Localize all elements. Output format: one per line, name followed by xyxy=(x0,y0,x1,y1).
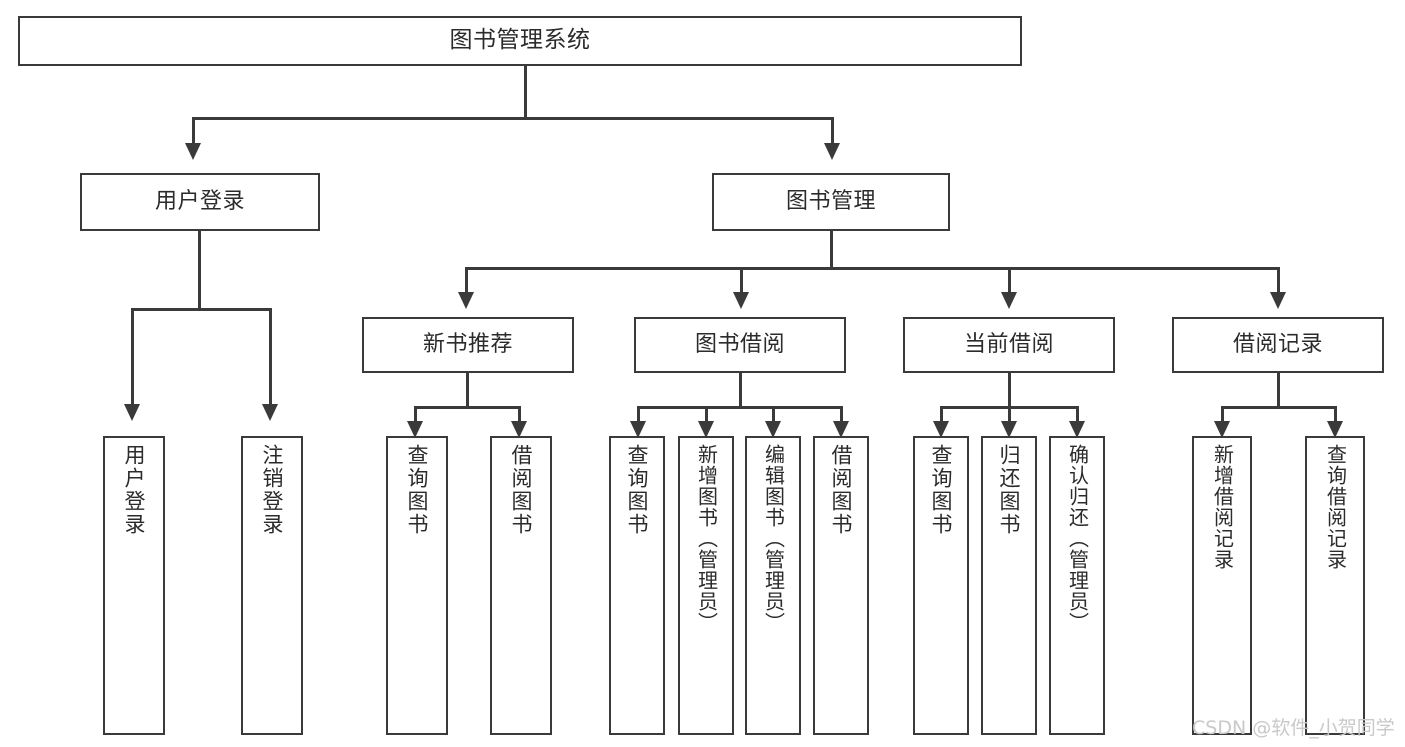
connector-book-mgmt-child-1 xyxy=(465,267,468,294)
arrow-book-borrow-child-4 xyxy=(833,421,849,438)
leaf-borrow-book[interactable]: 借阅图书 xyxy=(813,436,869,735)
node-new-book-recommend[interactable]: 新书推荐 xyxy=(362,317,574,373)
arrow-book-mgmt-child-1 xyxy=(458,292,474,309)
leaf-query-book-current[interactable]: 查询图书 xyxy=(913,436,969,735)
arrow-current-borrow-child-1 xyxy=(933,421,949,438)
leaf-borrow-book-recommend[interactable]: 借阅图书 xyxy=(490,436,552,735)
node-label: 图书管理系统 xyxy=(449,27,591,54)
connector-current-borrow-child-2 xyxy=(1008,406,1011,424)
connector-book-borrow-child-3 xyxy=(772,406,775,424)
connector-root-bar xyxy=(193,117,834,120)
node-book-management[interactable]: 图书管理 xyxy=(712,173,950,231)
connector-book-mgmt-bar xyxy=(466,267,1280,270)
node-label: 图书借阅 xyxy=(694,332,785,358)
connector-borrow-record-stem xyxy=(1277,373,1280,408)
leaf-add-book-admin[interactable]: 新增图书（管理员） xyxy=(678,436,734,735)
node-label: 新增图书（管理员） xyxy=(694,444,719,633)
connector-new-book-stem xyxy=(466,373,469,408)
node-label: 新书推荐 xyxy=(422,332,513,358)
connector-user-login-child-2 xyxy=(269,308,272,406)
node-book-borrow[interactable]: 图书借阅 xyxy=(634,317,846,373)
node-label: 新增借阅记录 xyxy=(1210,444,1235,570)
connector-book-mgmt-stem xyxy=(830,231,833,269)
node-label: 当前借阅 xyxy=(963,332,1054,358)
arrow-book-borrow-child-3 xyxy=(765,421,781,438)
leaf-user-login[interactable]: 用户登录 xyxy=(103,436,165,735)
node-label: 确认归还（管理员） xyxy=(1065,444,1090,633)
csdn-watermark: CSDN @软件_小贺同学 xyxy=(1192,717,1395,739)
connector-new-book-child-2 xyxy=(518,406,521,424)
connector-book-borrow-stem xyxy=(739,373,742,408)
node-label: 查询图书 xyxy=(405,444,430,536)
leaf-add-borrow-record[interactable]: 新增借阅记录 xyxy=(1192,436,1252,735)
arrow-root-to-user-login xyxy=(185,143,201,160)
arrow-new-book-child-1 xyxy=(407,421,423,438)
leaf-query-book-recommend[interactable]: 查询图书 xyxy=(386,436,448,735)
node-label: 用户登录 xyxy=(122,444,147,536)
node-borrow-record[interactable]: 借阅记录 xyxy=(1172,317,1384,373)
node-label: 编辑图书（管理员） xyxy=(761,444,786,633)
node-label: 用户登录 xyxy=(154,189,245,215)
leaf-confirm-return-admin[interactable]: 确认归还（管理员） xyxy=(1049,436,1105,735)
arrow-root-to-book-mgmt xyxy=(824,143,840,160)
leaf-edit-book-admin[interactable]: 编辑图书（管理员） xyxy=(745,436,801,735)
arrow-borrow-record-child-2 xyxy=(1327,421,1343,438)
connector-current-borrow-child-3 xyxy=(1076,406,1079,424)
node-label: 注销登录 xyxy=(260,444,285,536)
connector-current-borrow-stem xyxy=(1008,373,1011,408)
arrow-current-borrow-child-2 xyxy=(1001,421,1017,438)
connector-root-stem xyxy=(524,66,527,118)
arrow-book-borrow-child-1 xyxy=(630,421,646,438)
node-label: 查询图书 xyxy=(625,444,650,536)
connector-user-login-stem xyxy=(198,231,201,310)
node-current-borrow[interactable]: 当前借阅 xyxy=(903,317,1115,373)
connector-borrow-record-bar xyxy=(1222,406,1336,409)
leaf-return-book[interactable]: 归还图书 xyxy=(981,436,1037,735)
leaf-query-book-borrow[interactable]: 查询图书 xyxy=(609,436,665,735)
connector-user-login-child-1 xyxy=(131,308,134,406)
connector-book-borrow-child-4 xyxy=(840,406,843,424)
leaf-query-borrow-record[interactable]: 查询借阅记录 xyxy=(1305,436,1365,735)
arrow-new-book-child-2 xyxy=(511,421,527,438)
node-label: 查询借阅记录 xyxy=(1323,444,1348,570)
connector-root-to-user-login xyxy=(192,117,195,145)
arrow-book-mgmt-child-2 xyxy=(733,292,749,309)
arrow-book-borrow-child-2 xyxy=(698,421,714,438)
node-label: 图书管理 xyxy=(785,189,876,215)
connector-book-borrow-child-2 xyxy=(705,406,708,424)
connector-borrow-record-child-2 xyxy=(1334,406,1337,424)
connector-book-mgmt-child-2 xyxy=(740,267,743,294)
node-label: 借阅图书 xyxy=(829,444,854,536)
connector-user-login-bar xyxy=(132,308,272,311)
arrow-user-login-child-1 xyxy=(124,404,140,421)
connector-book-borrow-child-1 xyxy=(637,406,640,424)
connector-borrow-record-child-1 xyxy=(1221,406,1224,424)
arrow-user-login-child-2 xyxy=(262,404,278,421)
connector-book-mgmt-child-3 xyxy=(1008,267,1011,294)
connector-root-to-book-mgmt xyxy=(831,117,834,145)
node-root-system[interactable]: 图书管理系统 xyxy=(18,16,1022,66)
node-user-login[interactable]: 用户登录 xyxy=(80,173,320,231)
node-label: 借阅图书 xyxy=(509,444,534,536)
arrow-book-mgmt-child-3 xyxy=(1001,292,1017,309)
connector-book-borrow-bar xyxy=(638,406,842,409)
connector-current-borrow-child-1 xyxy=(940,406,943,424)
arrow-current-borrow-child-3 xyxy=(1069,421,1085,438)
connector-new-book-child-1 xyxy=(414,406,417,424)
leaf-logout[interactable]: 注销登录 xyxy=(241,436,303,735)
node-label: 借阅记录 xyxy=(1232,332,1323,358)
connector-book-mgmt-child-4 xyxy=(1277,267,1280,294)
node-label: 归还图书 xyxy=(997,444,1022,536)
node-label: 查询图书 xyxy=(929,444,954,536)
connector-new-book-bar xyxy=(415,406,520,409)
arrow-borrow-record-child-1 xyxy=(1214,421,1230,438)
arrow-book-mgmt-child-4 xyxy=(1270,292,1286,309)
